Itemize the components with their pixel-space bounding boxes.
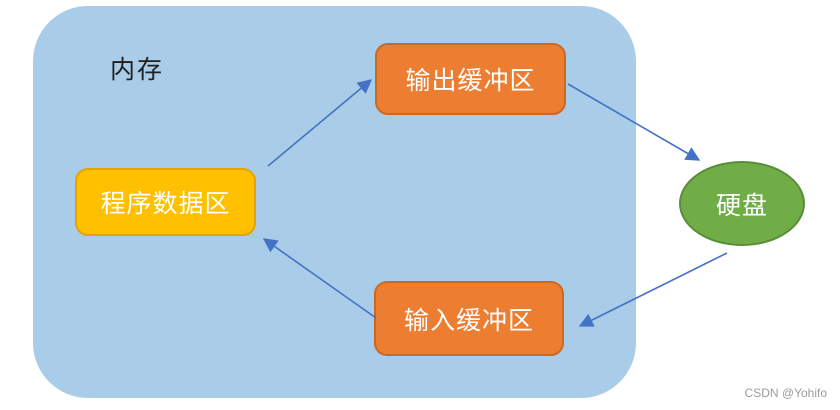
node-program-data-label: 程序数据区 — [100, 190, 231, 218]
node-input-buffer: 输入缓冲区 — [374, 281, 564, 356]
memory-label: 内存 — [110, 56, 165, 84]
node-input-buffer-label: 输入缓冲区 — [403, 306, 534, 335]
node-hard-disk-label: 硬盘 — [715, 191, 768, 220]
node-output-buffer-label: 输出缓冲区 — [405, 67, 536, 95]
node-program-data: 程序数据区 — [75, 168, 256, 236]
node-output-buffer: 输出缓冲区 — [375, 43, 566, 115]
node-hard-disk: 硬盘 — [679, 161, 805, 246]
watermark: CSDN @Yohifo — [744, 386, 827, 400]
